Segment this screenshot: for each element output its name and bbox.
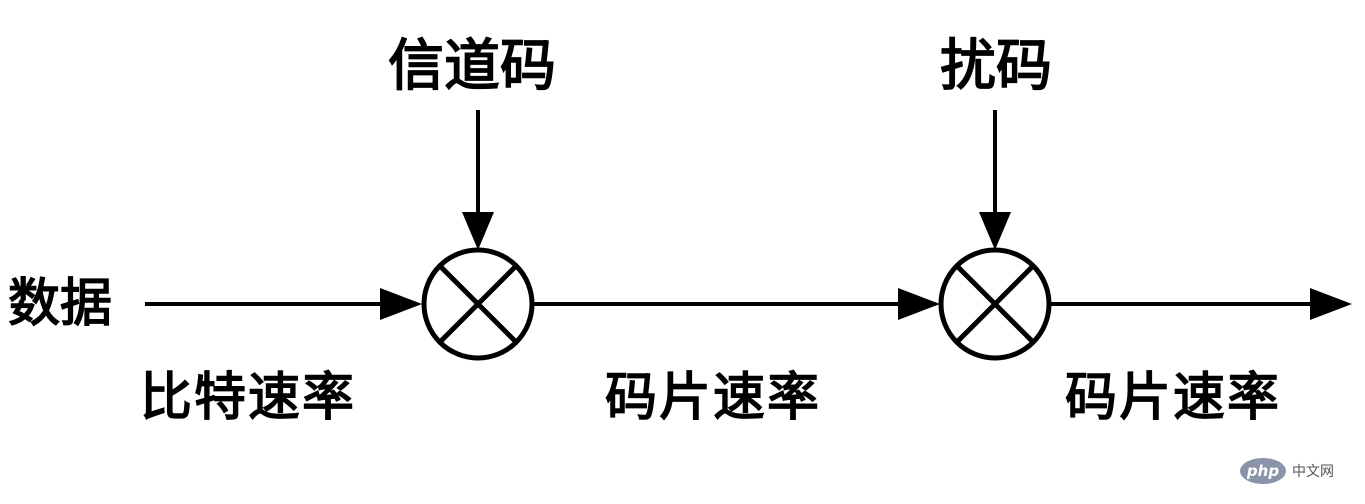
chip-rate-label-middle: 码片速率: [605, 367, 822, 428]
chip-rate-label-output: 码片速率: [1065, 367, 1282, 428]
channel-code-label: 信道码: [388, 33, 556, 99]
scrambling-code-label: 扰码: [940, 33, 1052, 99]
input-data-label: 数据: [8, 273, 113, 334]
watermark-text: 中文网: [1292, 464, 1334, 480]
multiplier-2: [938, 247, 1052, 361]
php-logo-icon: php: [1240, 458, 1286, 484]
bit-rate-label: 比特速率: [140, 367, 357, 428]
watermark: php 中文网: [1240, 458, 1334, 484]
channel-code-arrowhead: [462, 212, 494, 250]
output-arrowhead: [1310, 288, 1352, 320]
scrambling-code-arrowhead: [979, 212, 1011, 250]
middle-arrowhead: [898, 288, 940, 320]
input-arrowhead: [380, 288, 422, 320]
multiplier-1: [421, 247, 535, 361]
